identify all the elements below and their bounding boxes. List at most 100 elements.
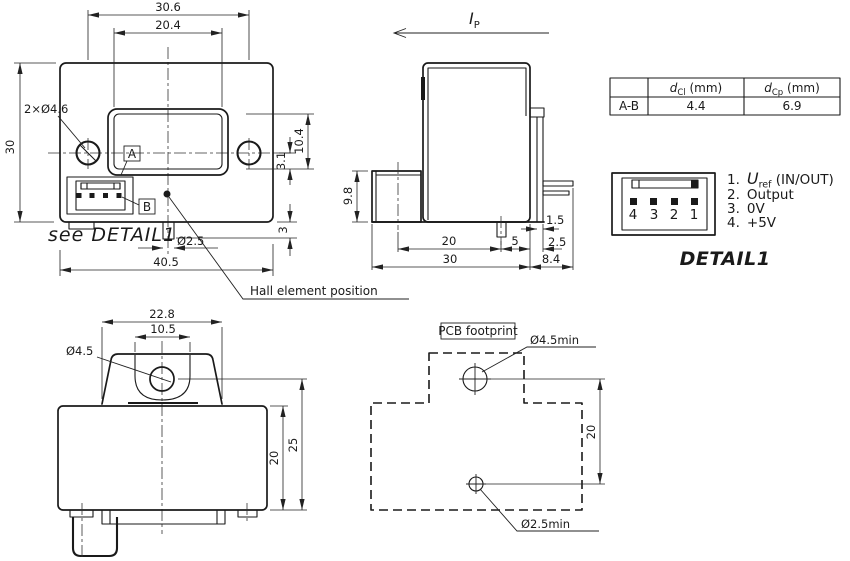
pcb-label-box: [440, 322, 516, 340]
dim-flange-thk: 1.5: [546, 213, 564, 227]
front-body-outline: [59, 62, 274, 223]
table-header-dcp: dCp (mm): [764, 81, 820, 98]
dim-depth: 30: [443, 252, 458, 266]
connector-pin-1: [76, 193, 82, 198]
dim-pin-distance: 20: [442, 234, 457, 248]
ext-10-5: [134, 342, 191, 352]
detail1-pin1-contact: [691, 198, 698, 205]
dim-hole-spacing: 30.6: [155, 0, 181, 14]
table-value-dcl: 4.4: [686, 99, 705, 113]
side-body-outline: [422, 62, 531, 223]
side-body-inner-line: [427, 67, 527, 220]
detail1-pin-number-1: 1: [690, 207, 699, 223]
datum-a-label: A: [128, 147, 137, 161]
dim-clamp-width: 22.8: [149, 307, 175, 321]
detail1-pin-number-4: 4: [629, 207, 638, 223]
pcb-outline-dashed: [370, 352, 583, 511]
datum-b-leader: [121, 196, 140, 206]
pcb-hole-small-leader: [479, 488, 599, 532]
front-left-foot: [68, 221, 95, 230]
side-left-block: [371, 170, 422, 223]
hole-leader-cross: [79, 144, 97, 162]
top-plate-inner-lines: [109, 510, 218, 524]
dim-total-height: 25: [286, 438, 300, 453]
datum-a-box: [123, 145, 141, 162]
top-left-foot: [69, 509, 94, 518]
top-right-foot: [237, 509, 258, 518]
connector-pin-4: [116, 193, 122, 198]
table-row-label: A-B: [619, 99, 639, 113]
datum-a-leader: [120, 160, 128, 176]
dim-clamp-hole: Ø4.5: [66, 344, 93, 358]
side-left-block-inner: [375, 171, 421, 222]
side-top-tab: [529, 107, 545, 118]
pcb-hole-small-cross: [466, 474, 486, 494]
current-arrow-head: [392, 28, 407, 38]
detail1-key-bar: [631, 179, 699, 189]
dim-edge-to-flange: 2.5: [548, 235, 566, 249]
dim-pcb-hole-big: Ø4.5min: [530, 333, 579, 347]
detail1-pin2-contact: [671, 198, 678, 205]
table-header-dcl: dCl (mm): [670, 81, 722, 98]
side-gate-mark: [421, 77, 425, 100]
side-bottom-pin: [496, 222, 507, 238]
pcb-hole-big-cross: [459, 363, 491, 395]
ext-30-6: [87, 10, 250, 60]
detail1-pin4-contact: [630, 198, 637, 205]
dim-flange: 8.4: [542, 252, 560, 266]
pcb-hole-big-leader: [481, 346, 596, 373]
clamp-inner-saddle: [134, 355, 191, 401]
top-body-outline: [57, 405, 268, 511]
hall-position-label: Hall element position: [250, 284, 378, 298]
clamp-outline: [101, 353, 223, 405]
datum-b-label: B: [143, 200, 151, 214]
hall-element-dot: [163, 190, 171, 198]
ext-pcb-20: [483, 378, 605, 485]
dim-holes-callout: 2×Ø4.6: [24, 102, 68, 116]
connector-key-cap-left: [80, 182, 88, 190]
front-window-inner: [113, 113, 223, 170]
dim-window-height: 10.4: [292, 128, 306, 154]
front-connector-outline: [66, 176, 134, 215]
detail1-key-cap-left: [631, 179, 640, 189]
connector-key-cap-right: [113, 182, 121, 190]
side-pin-lower: [542, 190, 570, 196]
hall-leader-line: [168, 196, 409, 300]
top-bottom-plate: [101, 509, 226, 525]
primary-current-label: IP: [469, 9, 480, 31]
front-center-pin: [162, 222, 175, 240]
ext-right-dims: [246, 113, 314, 170]
dim-body-height: 20: [267, 451, 281, 466]
top-view: 22.8 10.5 Ø4.5 20 25: [57, 307, 307, 560]
detail1-key-cap-right: [691, 180, 698, 188]
side-view: IP 9.8 20 5 2.5 1.5 30 8.4: [341, 9, 574, 270]
dim-pin-to-edge: 5: [511, 234, 518, 248]
holes-leader: [57, 115, 86, 149]
dim-pcb-hole-small: Ø2.5min: [521, 517, 570, 531]
pinout-line-1: 1.Uref (IN/OUT): [727, 169, 834, 191]
pcb-footprint-view: PCB footprint Ø4.5min Ø2.5min 20: [370, 322, 605, 532]
connector-pin-2: [89, 193, 95, 198]
ext-pin-3: [176, 221, 297, 239]
front-view: A B Hall element position see DETAIL1 30…: [3, 0, 409, 300]
pcb-label: PCB footprint: [438, 324, 518, 338]
connector-pin-3: [103, 193, 108, 198]
mounting-hole-left: [75, 140, 101, 166]
detail1-connector-inner: [621, 177, 708, 231]
ext-20-4: [113, 28, 223, 107]
detail1-pin-number-3: 3: [650, 207, 659, 223]
dim-center-offset: 3.1: [274, 152, 288, 170]
top-connector-bump: [71, 517, 119, 558]
see-detail1-note: see DETAIL1: [48, 224, 176, 246]
dim-block-height: 9.8: [341, 187, 355, 205]
pinout-line-4: 4.+5V: [727, 215, 777, 231]
spec-table: dCl (mm) dCp (mm) A-B 4.4 6.9: [609, 77, 841, 116]
clamp-hole: [149, 366, 175, 392]
ext-22-8: [101, 327, 223, 399]
dim-height: 30: [3, 140, 17, 155]
side-pin-upper: [542, 180, 574, 187]
clamp-hole-leader: [96, 356, 172, 383]
mounting-hole-right: [236, 140, 262, 166]
